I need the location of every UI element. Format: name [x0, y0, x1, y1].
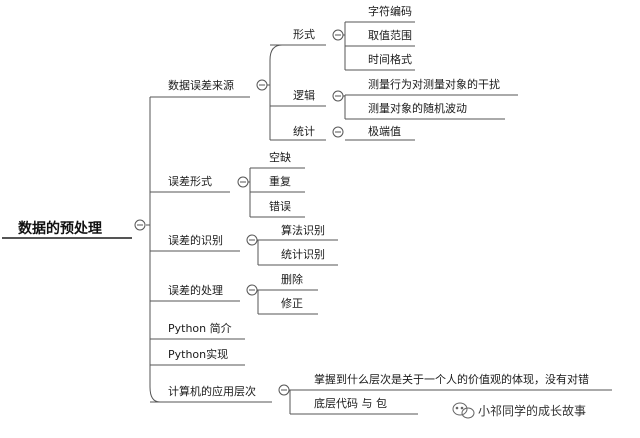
leaf-statistical-recognition[interactable]: 统计识别 [281, 248, 325, 261]
leaf-value-range[interactable]: 取值范围 [368, 29, 412, 42]
leaf-measurement-interference[interactable]: 测量行为对测量对象的干扰 [368, 78, 500, 91]
branch-computer-levels[interactable]: 计算机的应用层次 [168, 385, 256, 398]
branch-data-error-source[interactable]: 数据误差来源 [168, 79, 234, 92]
watermark-text: 小祁同学的成长故事 [478, 404, 587, 418]
leaf-error[interactable]: 错误 [269, 200, 291, 213]
leaf-duplicate[interactable]: 重复 [269, 175, 291, 188]
branch-python-intro[interactable]: Python 简介 [168, 322, 232, 335]
node-statistics[interactable]: 统计 [293, 125, 315, 138]
leaf-algorithm-recognition[interactable]: 算法识别 [281, 224, 325, 237]
branch-error-form[interactable]: 误差形式 [168, 175, 212, 188]
branch-python-impl[interactable]: Python实现 [168, 348, 229, 361]
branch-error-handling[interactable]: 误差的处理 [168, 284, 223, 297]
node-form[interactable]: 形式 [293, 28, 315, 41]
root-node[interactable]: 数据的预处理 [18, 221, 102, 237]
wechat-icon [452, 402, 475, 419]
leaf-delete[interactable]: 删除 [281, 273, 303, 286]
leaf-char-encoding[interactable]: 字符编码 [368, 5, 412, 18]
leaf-random-fluctuation[interactable]: 测量对象的随机波动 [368, 102, 467, 115]
spine-curve [149, 386, 161, 403]
leaf-extreme-value[interactable]: 极端值 [368, 125, 401, 138]
leaf-missing[interactable]: 空缺 [269, 151, 291, 164]
leaf-low-level-code[interactable]: 底层代码 与 包 [314, 397, 387, 410]
leaf-time-format[interactable]: 时间格式 [368, 53, 412, 66]
branch-error-recognition[interactable]: 误差的识别 [168, 234, 223, 247]
node-logic[interactable]: 逻辑 [293, 89, 315, 102]
leaf-correct[interactable]: 修正 [281, 297, 303, 310]
leaf-mastery-level[interactable]: 掌握到什么层次是关于一个人的价值观的体现，没有对错 [314, 373, 589, 386]
